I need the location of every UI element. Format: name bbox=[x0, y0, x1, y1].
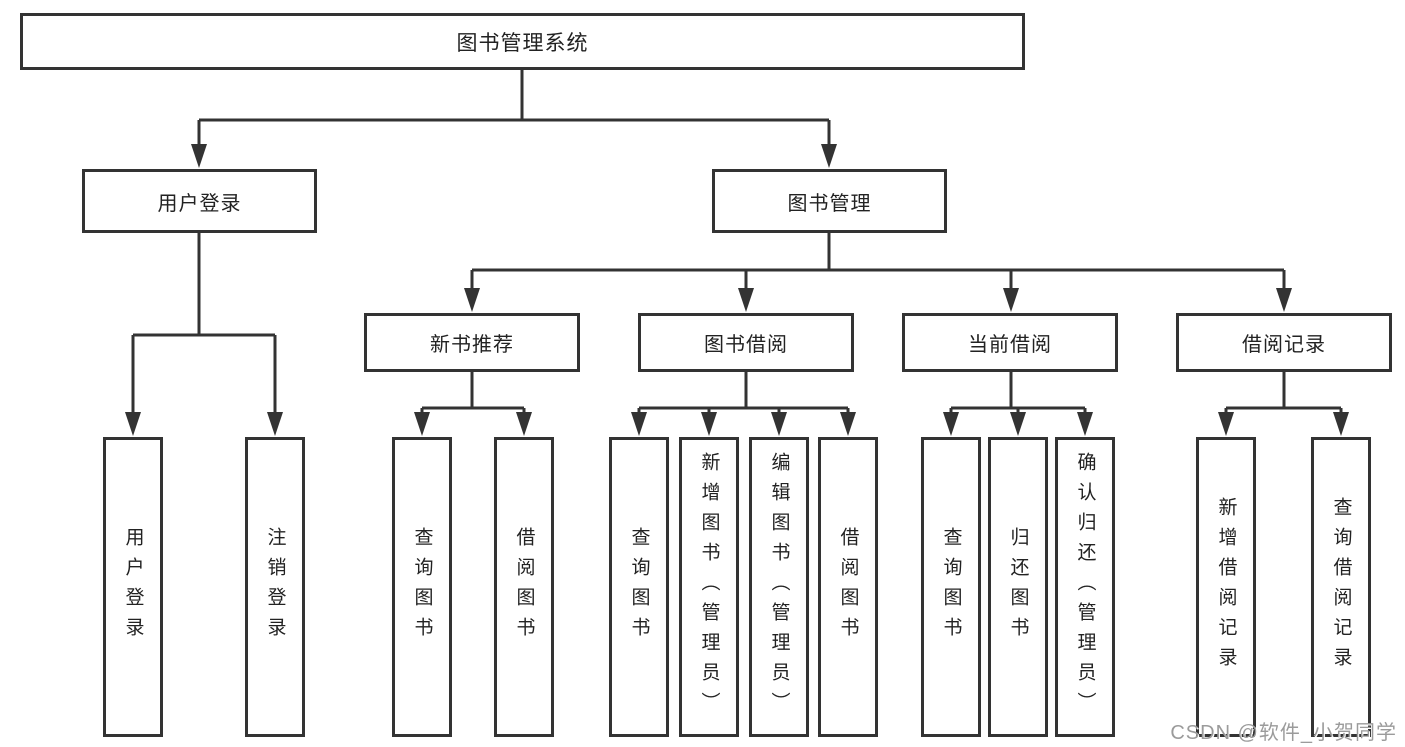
leaf-label: 查询借阅记录 bbox=[1330, 497, 1352, 677]
leaf-label: 查询图书 bbox=[628, 527, 650, 647]
arrow-icon bbox=[464, 288, 480, 312]
leaf-label: 编辑图书（管理员） bbox=[768, 452, 790, 722]
leaf-record-query-record: 查询借阅记录 bbox=[1311, 437, 1371, 737]
arrow-icon bbox=[191, 144, 207, 168]
arrow-icon bbox=[631, 412, 647, 436]
node-new-book-recommend: 新书推荐 bbox=[364, 313, 580, 372]
node-book-borrow: 图书借阅 bbox=[638, 313, 854, 372]
arrow-icon bbox=[738, 288, 754, 312]
arrow-icon bbox=[414, 412, 430, 436]
arrow-icon bbox=[771, 412, 787, 436]
arrow-icon bbox=[821, 144, 837, 168]
arrow-icon bbox=[125, 412, 141, 436]
node-book-management: 图书管理 bbox=[712, 169, 947, 233]
leaf-label: 确认归还（管理员） bbox=[1074, 452, 1096, 722]
leaf-label: 借阅图书 bbox=[837, 527, 859, 647]
leaf-borrow-add-book-admin: 新增图书（管理员） bbox=[679, 437, 739, 737]
leaf-current-return-book: 归还图书 bbox=[988, 437, 1048, 737]
leaf-label: 用户登录 bbox=[122, 527, 144, 647]
leaf-label: 注销登录 bbox=[264, 527, 286, 647]
node-current-borrow: 当前借阅 bbox=[902, 313, 1118, 372]
leaf-user-login: 用户登录 bbox=[103, 437, 163, 737]
arrow-icon bbox=[943, 412, 959, 436]
leaf-label: 新增借阅记录 bbox=[1215, 497, 1237, 677]
leaf-borrow-query-book: 查询图书 bbox=[609, 437, 669, 737]
leaf-record-add-record: 新增借阅记录 bbox=[1196, 437, 1256, 737]
leaf-borrow-borrow-book: 借阅图书 bbox=[818, 437, 878, 737]
leaf-logout: 注销登录 bbox=[245, 437, 305, 737]
leaf-recommend-borrow-book: 借阅图书 bbox=[494, 437, 554, 737]
leaf-recommend-query-book: 查询图书 bbox=[392, 437, 452, 737]
csdn-watermark: CSDN @软件_小贺同学 bbox=[1170, 722, 1397, 744]
node-borrow-record: 借阅记录 bbox=[1176, 313, 1392, 372]
node-user-login: 用户登录 bbox=[82, 169, 317, 233]
leaf-label: 归还图书 bbox=[1007, 527, 1029, 647]
arrow-icon bbox=[516, 412, 532, 436]
arrowheads bbox=[125, 144, 1349, 436]
arrow-icon bbox=[1276, 288, 1292, 312]
arrow-icon bbox=[701, 412, 717, 436]
arrow-icon bbox=[840, 412, 856, 436]
arrow-icon bbox=[1218, 412, 1234, 436]
leaf-label: 新增图书（管理员） bbox=[698, 452, 720, 722]
node-root-system: 图书管理系统 bbox=[20, 13, 1025, 70]
leaf-label: 借阅图书 bbox=[513, 527, 535, 647]
leaf-borrow-edit-book-admin: 编辑图书（管理员） bbox=[749, 437, 809, 737]
leaf-label: 查询图书 bbox=[940, 527, 962, 647]
leaf-current-query-book: 查询图书 bbox=[921, 437, 981, 737]
leaf-current-confirm-return-admin: 确认归还（管理员） bbox=[1055, 437, 1115, 737]
arrow-icon bbox=[1003, 288, 1019, 312]
arrow-icon bbox=[1010, 412, 1026, 436]
leaf-label: 查询图书 bbox=[411, 527, 433, 647]
arrow-icon bbox=[1077, 412, 1093, 436]
arrow-icon bbox=[1333, 412, 1349, 436]
arrow-icon bbox=[267, 412, 283, 436]
